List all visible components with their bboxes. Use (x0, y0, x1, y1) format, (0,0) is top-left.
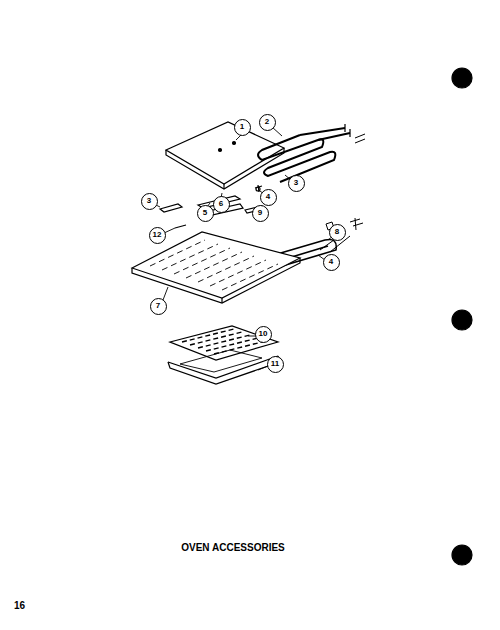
binder-hole (452, 545, 472, 565)
callout-number: 12 (149, 227, 166, 244)
callout-number: 4 (323, 254, 340, 271)
callout-number: 2 (259, 114, 276, 131)
oven-plate (166, 122, 284, 189)
broiler-rack (170, 326, 278, 360)
broiler-pan (168, 350, 280, 384)
callout-number: 4 (260, 189, 277, 206)
callout-number: 9 (252, 205, 269, 222)
callout-number: 6 (213, 196, 230, 213)
callout-number: 11 (267, 356, 284, 373)
binder-hole (452, 68, 472, 88)
brackets (160, 185, 264, 228)
leader-lines (154, 127, 333, 370)
callout-number: 7 (150, 298, 167, 315)
callout-number: 5 (197, 205, 214, 222)
page-number: 16 (14, 601, 25, 611)
callout-number: 1 (234, 119, 251, 136)
callout-number: 3 (288, 175, 305, 192)
callout-number: 8 (329, 224, 346, 241)
caption: OVEN ACCESSORIES (181, 543, 285, 553)
binder-hole (452, 310, 472, 330)
broil-element (258, 124, 365, 182)
callout-number: 3 (141, 193, 158, 210)
callout-number: 10 (255, 326, 272, 343)
